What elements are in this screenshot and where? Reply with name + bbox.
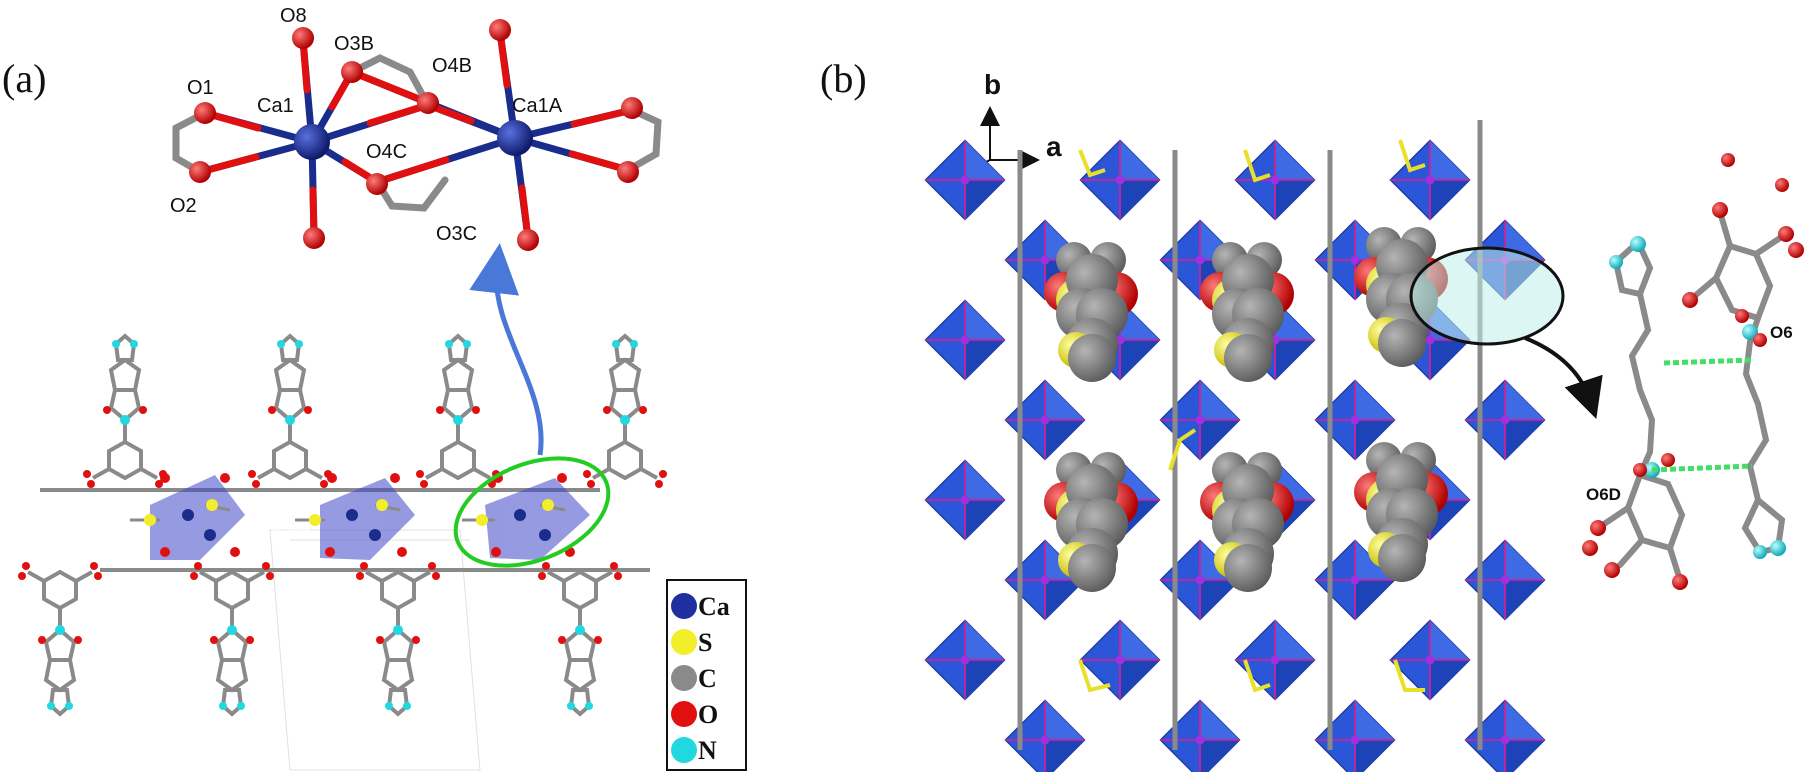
ca-polyhedron [1004,379,1086,461]
zoom-arrow [469,243,544,456]
axis-label-b: b [984,69,1001,100]
ca-polyhedron [924,459,1006,541]
panel-b-label: (b) [820,56,867,101]
atom-label-o4c: O4C [366,141,407,163]
atom-label-o8: O8 [280,5,307,27]
hbond-arrow [1524,336,1603,419]
legend-label-s: S [698,628,712,657]
atom-label-o4b: O4B [432,55,472,77]
hbond-highlight-ellipse [1409,246,1565,346]
legend-swatch-ca [671,593,697,619]
atom-label-o3c: O3C [436,223,477,245]
legend-label-ca: Ca [698,592,730,621]
axis-label-a: a [1046,131,1062,162]
ca-polyhedron [924,619,1006,701]
highlight-ellipse [453,456,611,568]
ca-polyhedron [924,299,1006,381]
legend-label-n: N [698,736,717,765]
atom-label-ca1a: Ca1A [512,95,563,117]
ca-polyhedron [1464,539,1546,621]
ca-polyhedron [1159,379,1241,461]
atom-label-ca1: Ca1 [257,95,294,117]
framework-layer: on Version [18,334,669,771]
atom-label-o2: O2 [170,195,197,217]
ca-polyhedron [924,139,1006,221]
hbond-label-o6: O6 [1770,323,1793,342]
ca-polyhedron [1314,699,1396,772]
ca-polyhedron [1464,699,1546,772]
calcium-dimer-structure: O8 O3B O4B O1 Ca1 Ca1A O4C O2 O3C [170,5,662,251]
panel-a-label: (a) [2,56,46,101]
legend-swatch-n [671,737,697,763]
legend-label-o: O [698,700,718,729]
framework-3d [924,120,1603,772]
ca-polyhedron [1464,379,1546,461]
panel-b: (b) b c a [820,56,1804,772]
ca-polyhedron [1159,699,1241,772]
ca-polyhedron [1079,139,1161,221]
legend-swatch-o [671,701,697,727]
legend-label-c: C [698,664,717,693]
legend-swatch-c [671,665,697,691]
ca-polyhedron [1004,699,1086,772]
panel-a: (a) [2,5,747,771]
atom-label-o3b: O3B [334,33,374,55]
atom-label-o1: O1 [187,77,214,99]
ca-polyhedron [1234,619,1316,701]
hbond-detail: O6 O6D [1582,153,1804,590]
hbond-label-o6d: O6D [1586,485,1621,504]
legend-swatch-s [671,629,697,655]
watermark-text: on Version [272,527,310,536]
